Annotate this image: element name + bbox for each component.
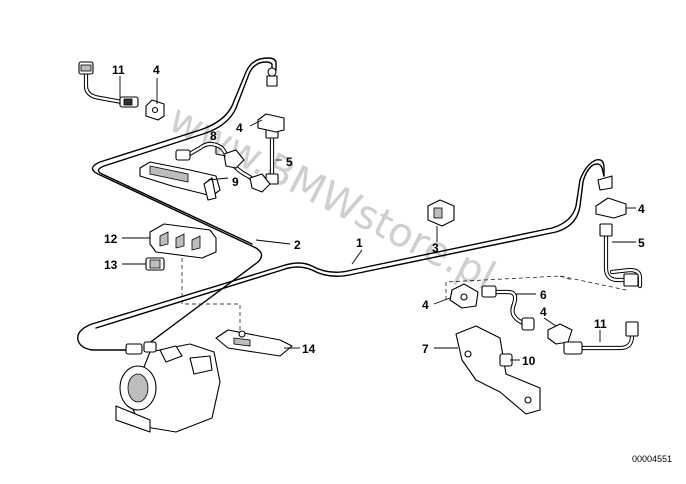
brake-pipe-6 (481, 285, 535, 331)
callout-9: 9 (232, 175, 239, 189)
callout-4-bottom-right: 4 (540, 305, 547, 319)
clip-3 (427, 199, 455, 227)
brake-line-main (77, 158, 643, 351)
callout-2: 2 (294, 238, 301, 252)
hydraulic-unit (115, 341, 221, 433)
callout-1: 1 (356, 236, 363, 250)
callout-4-top-middle: 4 (236, 121, 243, 135)
callout-4-top-left: 4 (153, 63, 160, 77)
brake-hose-bottom-right (563, 321, 639, 355)
callout-4-middle-right: 4 (422, 298, 429, 312)
callout-5-middle: 5 (286, 155, 293, 169)
callout-11-left: 11 (112, 63, 125, 77)
document-number: 00004551 (632, 454, 672, 464)
callout-5-right: 5 (638, 236, 645, 250)
callout-14: 14 (302, 342, 316, 356)
assembly-lines-right (445, 275, 627, 300)
callout-4-right-top: 4 (638, 202, 645, 216)
callouts: 11 4 8 4 5 9 12 13 2 1 3 4 5 6 4 4 11 7 … (104, 63, 645, 368)
callout-13: 13 (104, 258, 118, 272)
callout-8: 8 (210, 129, 217, 143)
bracket-7 (455, 325, 541, 415)
callout-10: 10 (522, 354, 536, 368)
bracket-right-top (595, 175, 627, 219)
bracket-14 (215, 329, 293, 357)
callout-11-right: 11 (594, 317, 607, 331)
assembly-lines-left (181, 258, 241, 332)
leader-lines (119, 76, 636, 361)
bracket-middle-right (449, 283, 479, 309)
valve-block-12 (145, 223, 217, 271)
bracket-bottom-right (547, 323, 573, 345)
callout-7: 7 (422, 342, 429, 356)
callout-3: 3 (432, 241, 439, 255)
bracket-assembly-8-9 (139, 141, 271, 201)
callout-12: 12 (104, 232, 118, 246)
callout-6: 6 (540, 288, 547, 302)
brake-hose-top-left (78, 61, 139, 108)
brake-hose-right (599, 223, 639, 287)
bracket-top-left (145, 99, 165, 121)
